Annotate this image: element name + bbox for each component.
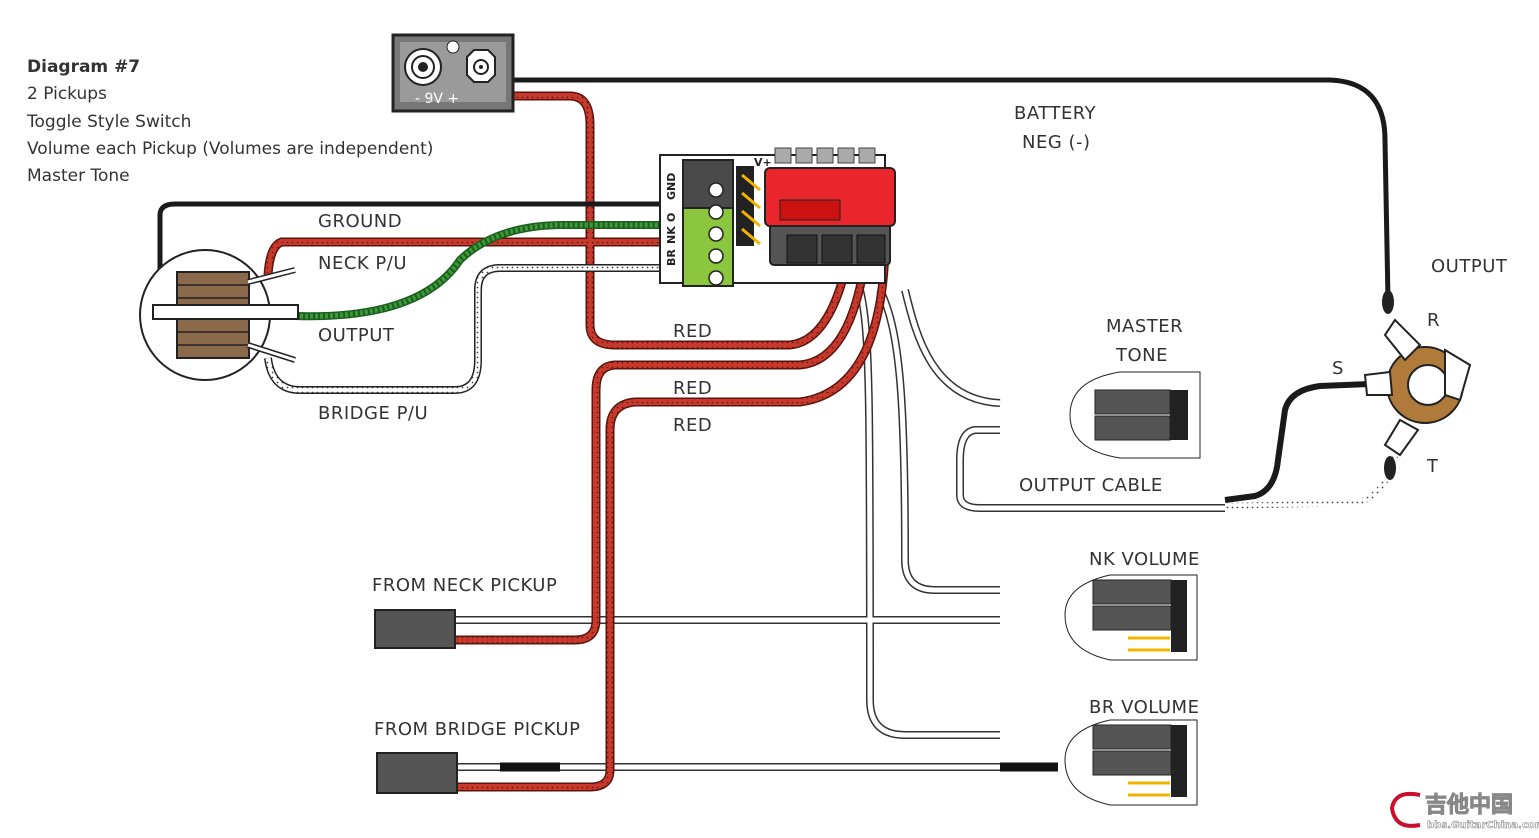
master-tone-pot (1069, 371, 1201, 459)
diagram-info: Diagram #7 2 Pickups Toggle Style Switch… (27, 54, 433, 190)
battery-label: - 9V + (415, 91, 459, 107)
label-neg: NEG (-) (1022, 132, 1091, 153)
label-nk-volume: NK VOLUME (1089, 549, 1200, 570)
ground-wire (157, 201, 685, 290)
pin-header (736, 166, 754, 246)
label-r: R (1427, 310, 1440, 331)
label-from-bridge: FROM BRIDGE PICKUP (374, 719, 580, 740)
label-red-2: RED (673, 378, 712, 399)
bridge-pu-wire-fill (265, 265, 685, 393)
preamp-board: V+ GND O NK BR (659, 147, 896, 287)
output-jack (1363, 290, 1472, 480)
output-green-wire-stripe (294, 222, 685, 319)
pot-wires (455, 288, 1225, 771)
info-line: 2 Pickups (27, 84, 107, 105)
label-bridge-pu: BRIDGE P/U (318, 403, 428, 424)
bridge-pickup-connector (376, 752, 458, 794)
info-line: Toggle Style Switch (27, 111, 192, 132)
label-tone: TONE (1115, 345, 1168, 366)
terminal-block-gnd (682, 159, 734, 211)
info-line: Master Tone (27, 166, 130, 187)
terminal-block (682, 207, 734, 287)
label-battery: BATTERY (1014, 103, 1097, 124)
pcb-o: O (665, 213, 678, 222)
label-master: MASTER (1106, 316, 1183, 337)
label-t: T (1426, 456, 1439, 477)
label-red-3: RED (673, 415, 712, 436)
label-br-volume: BR VOLUME (1089, 697, 1199, 718)
label-from-neck: FROM NECK PICKUP (372, 575, 557, 596)
nk-volume-pot (1064, 574, 1198, 661)
label-ground: GROUND (318, 211, 402, 232)
pcb-gnd: GND (665, 173, 678, 200)
label-output-switch: OUTPUT (318, 325, 395, 346)
diagram-title: Diagram #7 (27, 57, 141, 77)
svg-text:吉他中国: 吉他中国 (1425, 792, 1513, 818)
svg-text:bbs.GuitarChina.com: bbs.GuitarChina.com (1427, 820, 1539, 831)
label-neck-pu: NECK P/U (318, 253, 407, 274)
battery-connector: - 9V + (391, 33, 515, 113)
pcb-br: BR (665, 249, 678, 266)
br-volume-pot (1064, 719, 1198, 806)
label-output-cable: OUTPUT CABLE (1019, 475, 1163, 496)
watermark-logo: 吉他中国 bbs.GuitarChina.com (1389, 792, 1539, 831)
toggle-switch (139, 249, 299, 381)
output-cable-tip (1224, 381, 1371, 503)
pcb-nk: NK (665, 226, 678, 244)
label-s: S (1332, 358, 1344, 379)
labels: GROUND NECK P/U OUTPUT BRIDGE P/U RED RE… (318, 103, 1508, 740)
battery-negative-wire (513, 77, 1391, 301)
pcb-vplus: V+ (754, 156, 772, 169)
label-output-jack: OUTPUT (1431, 256, 1508, 277)
info-line: Volume each Pickup (Volumes are independ… (27, 138, 434, 159)
label-red-1: RED (673, 321, 712, 342)
neck-pickup-connector (374, 609, 456, 649)
